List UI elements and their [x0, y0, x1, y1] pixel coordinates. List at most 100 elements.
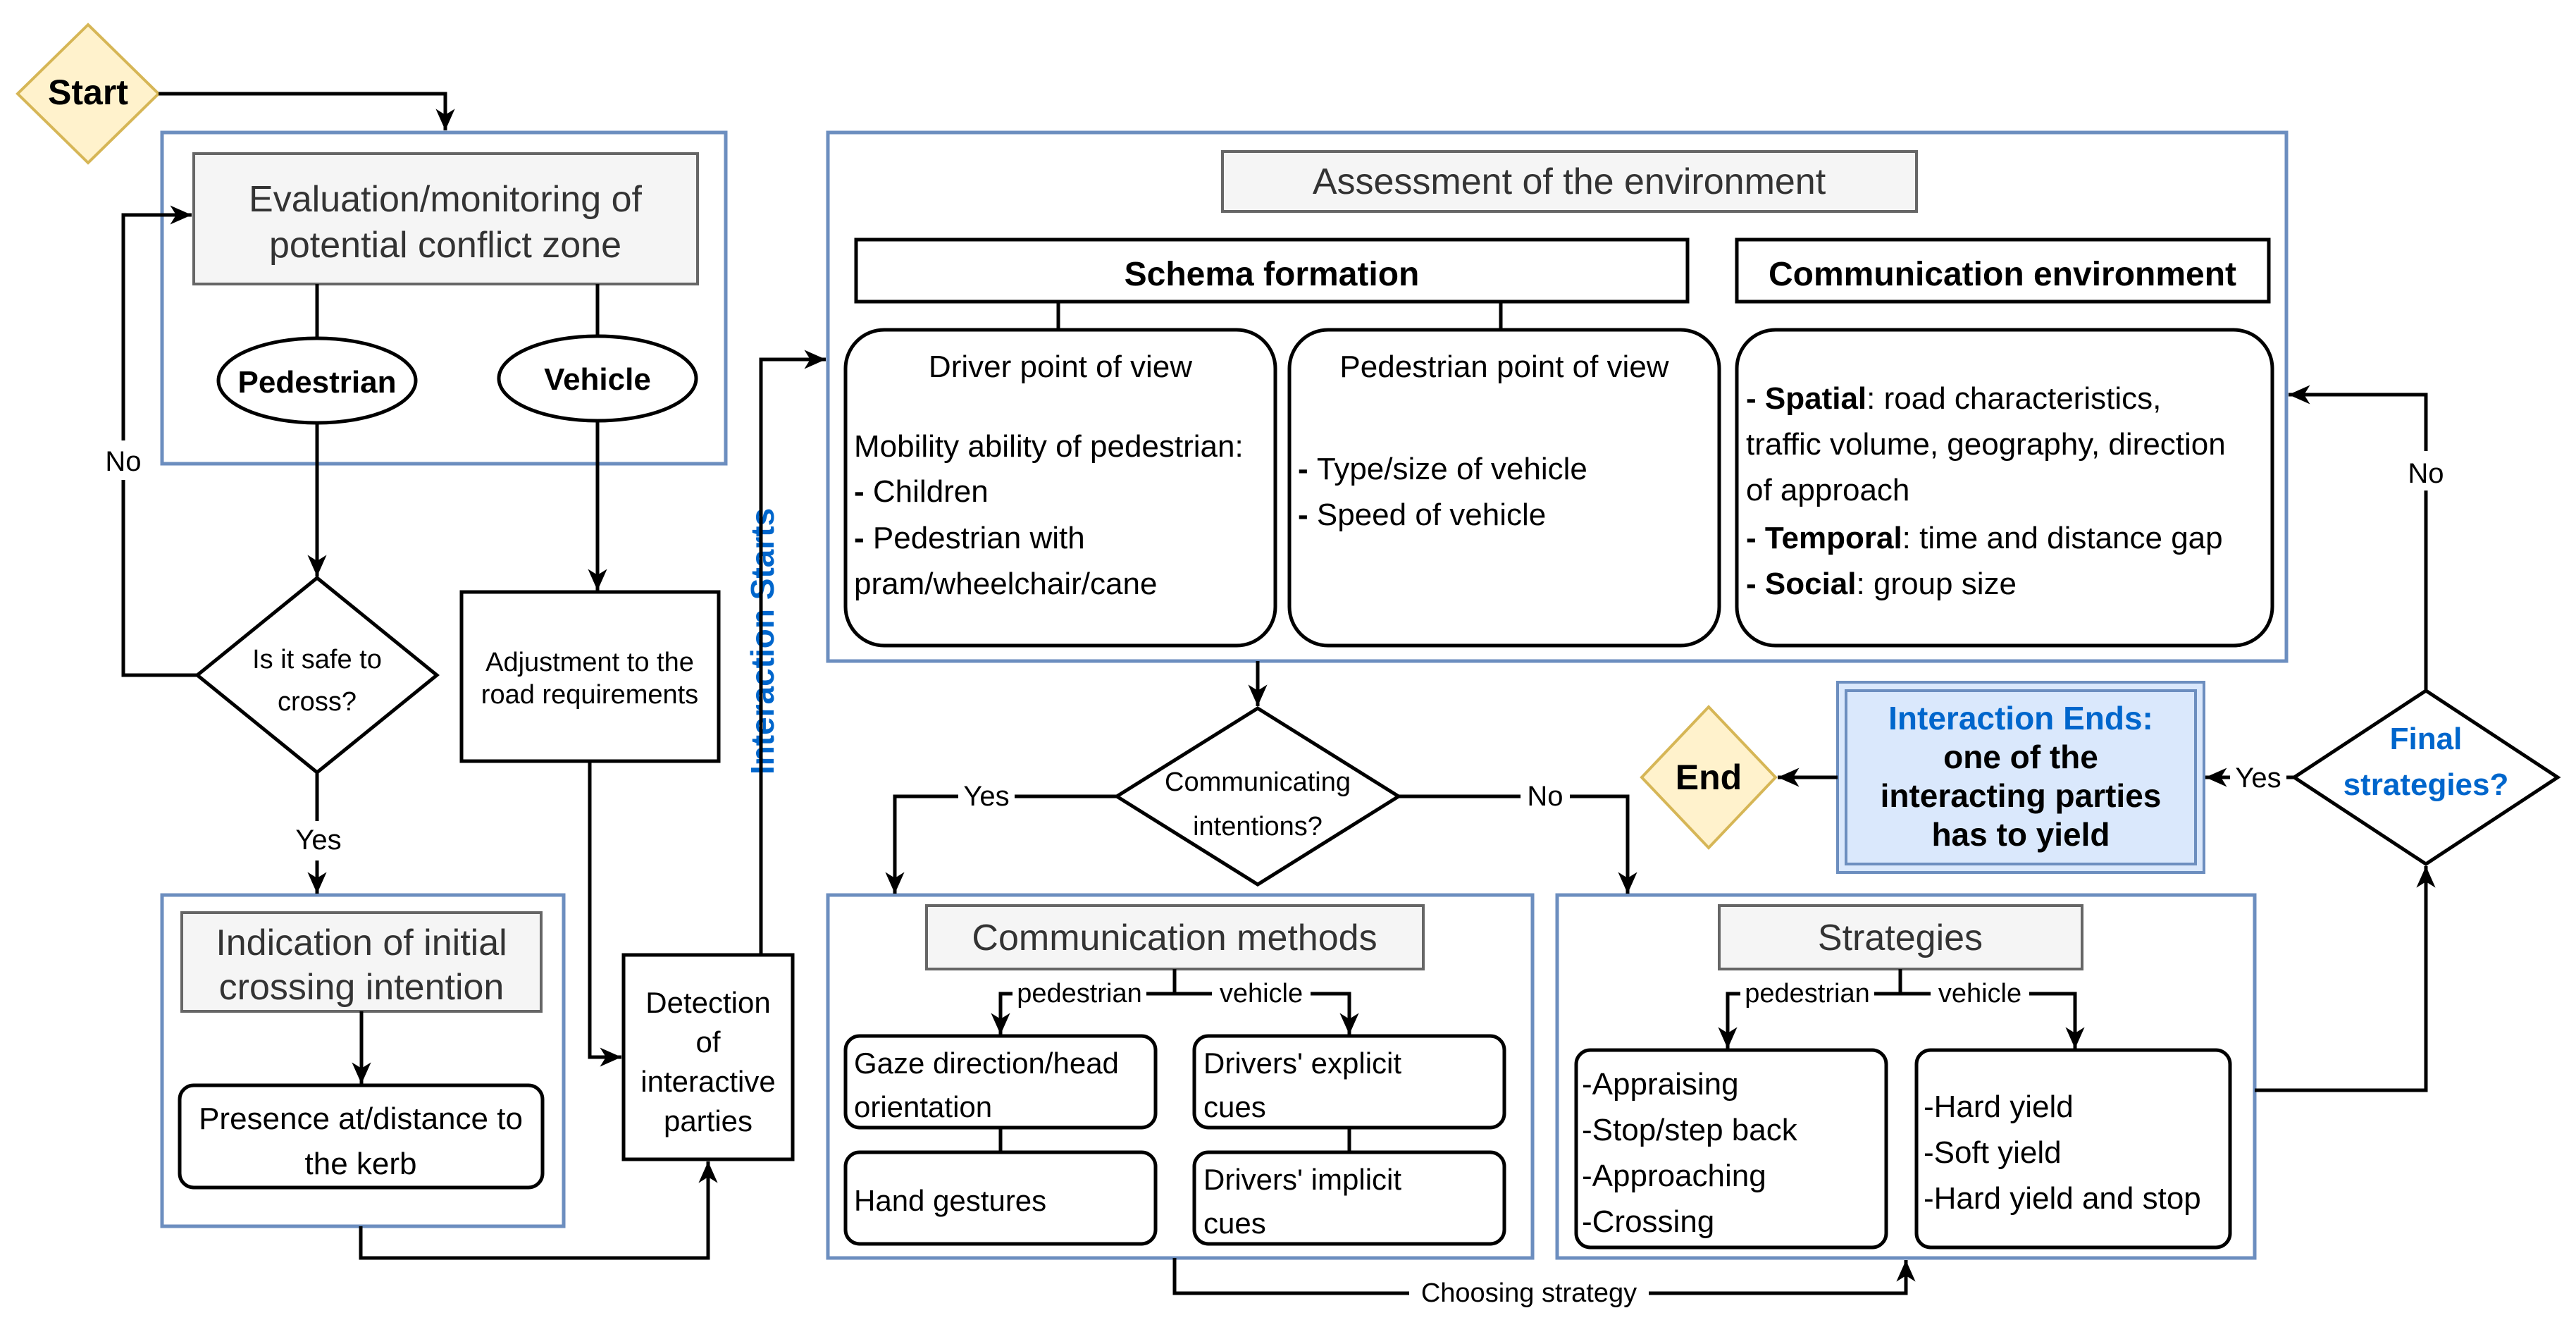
strategies-title: Strategies — [1718, 904, 2083, 970]
svg-text:one of the: one of the — [1943, 739, 2098, 775]
svg-text:Gaze direction/head: Gaze direction/head — [854, 1047, 1119, 1080]
interaction-ends-box[interactable]: Interaction Ends: one of the interacting… — [1836, 681, 2205, 874]
svg-text:-Soft yield: -Soft yield — [1924, 1135, 2062, 1170]
svg-text:Drivers' implicit: Drivers' implicit — [1203, 1163, 1401, 1196]
strategies-vehicle-label: vehicle — [1938, 979, 2021, 1008]
svg-text:intentions?: intentions? — [1193, 812, 1323, 841]
pedestrian-ellipse[interactable]: Pedestrian — [216, 336, 418, 425]
svg-text:- Speed of vehicle: - Speed of vehicle — [1298, 498, 1546, 532]
svg-text:-Approaching: -Approaching — [1582, 1159, 1766, 1193]
communicating-yes-label: Yes — [963, 781, 1009, 812]
svg-text:cross?: cross? — [278, 687, 357, 717]
svg-text:Detection: Detection — [645, 986, 770, 1019]
svg-text:- Children: - Children — [854, 474, 989, 509]
svg-text:traffic volume, geography, dir: traffic volume, geography, direction — [1746, 427, 2226, 462]
svg-text:cues: cues — [1203, 1090, 1266, 1123]
veh-strategies-box[interactable]: -Hard yield -Soft yield -Hard yield and … — [1914, 1048, 2232, 1250]
svg-text:interacting parties: interacting parties — [1881, 777, 2162, 814]
pedestrian-pov-box[interactable]: Pedestrian point of view - Type/size of … — [1287, 328, 1721, 648]
strategies-container — [1555, 893, 2257, 1260]
svg-text:- Pedestrian with: - Pedestrian with — [854, 521, 1085, 555]
svg-text:strategies?: strategies? — [2343, 767, 2509, 802]
svg-text:-Appraising: -Appraising — [1582, 1067, 1739, 1102]
driver-pov-box[interactable]: Driver point of view Mobility ability of… — [843, 328, 1277, 648]
svg-text:Driver point of view: Driver point of view — [929, 350, 1192, 384]
svg-text:Communication methods: Communication methods — [972, 918, 1377, 958]
svg-text:-Hard yield: -Hard yield — [1924, 1090, 2074, 1124]
final-no-label: No — [2408, 458, 2444, 489]
final-yes-label: Yes — [2235, 763, 2281, 794]
svg-text:Hand gestures: Hand gestures — [854, 1184, 1046, 1217]
monitoring-container — [160, 130, 728, 466]
gaze-box[interactable]: Gaze direction/head orientation — [843, 1034, 1158, 1130]
svg-text:pram/wheelchair/cane: pram/wheelchair/cane — [854, 567, 1157, 601]
explicit-cues-box[interactable]: Drivers' explicit cues — [1192, 1034, 1506, 1130]
svg-text:Pedestrian: Pedestrian — [238, 365, 397, 400]
svg-text:Indication of initial: Indication of initial — [216, 923, 507, 963]
svg-text:of approach: of approach — [1746, 473, 1909, 507]
svg-text:Final: Final — [2390, 722, 2463, 756]
start-label: Start — [48, 73, 128, 112]
end-node[interactable]: End — [1640, 705, 1778, 850]
svg-text:Interaction Ends:: Interaction Ends: — [1888, 700, 2153, 736]
hand-gestures-box[interactable]: Hand gestures — [843, 1150, 1158, 1246]
safe-no-label: No — [105, 446, 141, 477]
comm-vehicle-label: vehicle — [1220, 979, 1303, 1008]
svg-text:Communication environment: Communication environment — [1769, 256, 2236, 293]
indication-container — [160, 893, 566, 1228]
assessment-container — [826, 130, 2289, 663]
assessment-title: Assessment of the environment — [1221, 150, 1918, 213]
svg-text:Vehicle: Vehicle — [544, 362, 651, 397]
svg-text:-Crossing: -Crossing — [1582, 1204, 1714, 1239]
svg-text:road requirements: road requirements — [481, 680, 698, 710]
svg-text:interactive: interactive — [640, 1065, 775, 1098]
svg-text:- Temporal: time and distance: - Temporal: time and distance gap — [1746, 521, 2223, 555]
svg-text:- Spatial: road characteristic: - Spatial: road characteristics, — [1746, 381, 2161, 416]
svg-text:cues: cues — [1203, 1207, 1266, 1240]
svg-text:Mobility ability of pedestrian: Mobility ability of pedestrian: — [854, 429, 1244, 464]
svg-text:parties: parties — [664, 1104, 753, 1137]
svg-text:Strategies: Strategies — [1818, 918, 1983, 958]
svg-text:-Stop/step back: -Stop/step back — [1582, 1113, 1798, 1147]
communicating-no-label: No — [1527, 781, 1563, 812]
final-decision[interactable]: Final strategies? — [2291, 689, 2561, 866]
svg-text:Drivers' explicit: Drivers' explicit — [1203, 1047, 1401, 1080]
svg-text:Assessment of the environment: Assessment of the environment — [1313, 161, 1826, 202]
svg-text:of: of — [695, 1025, 720, 1059]
adjustment-box[interactable]: Adjustment to the road requirements — [459, 590, 721, 763]
svg-text:Presence at/distance to: Presence at/distance to — [199, 1102, 523, 1136]
communicating-decision[interactable]: Communicating intentions? — [1113, 706, 1402, 887]
svg-text:-Hard yield and stop: -Hard yield and stop — [1924, 1181, 2201, 1216]
comm-methods-title: Communication methods — [925, 904, 1425, 970]
implicit-cues-box[interactable]: Drivers' implicit cues — [1192, 1150, 1506, 1246]
svg-text:Schema formation: Schema formation — [1125, 256, 1420, 293]
monitoring-title: Evaluation/monitoring of potential confl… — [192, 152, 699, 285]
svg-text:Adjustment to the: Adjustment to the — [485, 648, 694, 677]
vehicle-ellipse[interactable]: Vehicle — [497, 334, 698, 423]
svg-text:- Social: group size: - Social: group size — [1746, 567, 2017, 601]
choosing-strategy-label: Choosing strategy — [1421, 1278, 1637, 1308]
svg-text:has to yield: has to yield — [1931, 816, 2110, 853]
svg-text:crossing intention: crossing intention — [219, 967, 504, 1008]
start-node[interactable]: Start — [16, 23, 161, 165]
svg-text:the kerb: the kerb — [305, 1147, 417, 1181]
ped-strategies-box[interactable]: -Appraising -Stop/step back -Approaching… — [1574, 1048, 1888, 1250]
svg-text:- Type/size of vehicle: - Type/size of vehicle — [1298, 452, 1587, 486]
svg-text:Evaluation/monitoring of: Evaluation/monitoring of — [249, 179, 642, 220]
comm-env-box[interactable]: - Spatial: road characteristics, traffic… — [1735, 328, 2274, 648]
presence-box[interactable]: Presence at/distance to the kerb — [178, 1083, 545, 1190]
svg-text:Is it safe to: Is it safe to — [252, 645, 382, 674]
comm-env-title: Communication environment — [1735, 238, 2271, 304]
comm-methods-container — [826, 893, 1535, 1260]
svg-text:orientation: orientation — [854, 1090, 992, 1123]
comm-pedestrian-label: pedestrian — [1017, 979, 1141, 1008]
indication-title: Indication of initial crossing intention — [180, 911, 543, 1013]
svg-text:End: End — [1676, 758, 1742, 797]
svg-text:Communicating: Communicating — [1165, 767, 1351, 797]
schema-title: Schema formation — [854, 238, 1690, 304]
safe-yes-label: Yes — [295, 825, 341, 856]
safe-decision[interactable]: Is it safe to cross? — [194, 575, 440, 775]
detection-box[interactable]: Detection of interactive parties — [621, 953, 795, 1161]
svg-text:potential conflict zone: potential conflict zone — [269, 225, 621, 266]
